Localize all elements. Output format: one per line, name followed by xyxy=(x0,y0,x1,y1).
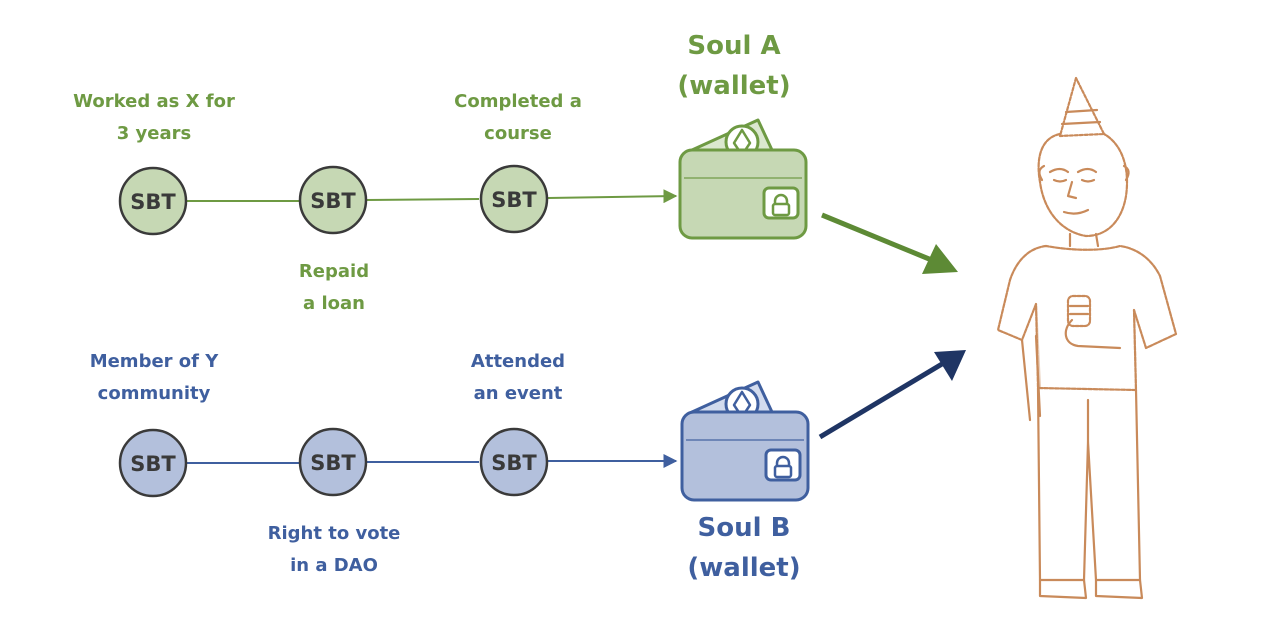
label-line: in a DAO xyxy=(290,555,378,576)
arrow-soul-b-to-person xyxy=(818,350,966,440)
label-line: Worked as X for xyxy=(73,91,235,112)
person-figure xyxy=(996,76,1178,600)
arrow-soul-a-to-person xyxy=(821,212,958,274)
row-a-label-repaid: Repaid a loan xyxy=(214,256,454,320)
sbt-token-a2: SBT xyxy=(298,165,368,235)
label-line: a loan xyxy=(303,293,365,314)
label-line: Attended xyxy=(470,351,566,372)
soul-a-title: Soul A (wallet) xyxy=(624,26,844,106)
sbt-label: SBT xyxy=(130,452,176,476)
row-a-label-worked: Worked as X for 3 years xyxy=(34,86,274,150)
sbt-label: SBT xyxy=(310,451,356,475)
sbt-label: SBT xyxy=(130,190,176,214)
chain-link xyxy=(365,198,480,201)
label-line: Repaid xyxy=(298,261,370,282)
label-line: 3 years xyxy=(116,123,192,144)
title-line: (wallet) xyxy=(677,71,791,101)
label-line: Member of Y xyxy=(89,351,219,372)
sbt-token-b3: SBT xyxy=(479,427,549,497)
label-line: an event xyxy=(473,383,563,404)
sbt-label: SBT xyxy=(491,451,537,475)
row-a-label-course: Completed a course xyxy=(398,86,638,150)
label-line: community xyxy=(97,383,211,404)
lock-icon xyxy=(762,186,800,220)
sbt-label: SBT xyxy=(310,189,356,213)
wallet-icon xyxy=(680,380,810,502)
sbt-token-b2: SBT xyxy=(298,427,368,497)
sbt-token-b1: SBT xyxy=(118,428,188,498)
row-b-label-event: Attended an event xyxy=(398,346,638,410)
sbt-label: SBT xyxy=(491,188,537,212)
wallet-icon xyxy=(678,118,808,240)
sbt-token-a1: SBT xyxy=(118,166,188,236)
lock-icon xyxy=(764,448,802,482)
label-line: Completed a xyxy=(454,91,582,112)
row-b-chain: SBT SBT SBT xyxy=(118,427,678,498)
chain-arrow xyxy=(547,189,678,204)
soul-b-title: Soul B (wallet) xyxy=(634,508,854,588)
sbt-token-a3: SBT xyxy=(479,164,549,234)
title-line: Soul A xyxy=(687,31,781,61)
label-line: Right to vote xyxy=(267,523,401,544)
row-b-label-vote: Right to vote in a DAO xyxy=(214,518,454,582)
title-line: Soul B xyxy=(697,513,791,543)
row-b-label-member: Member of Y community xyxy=(34,346,274,410)
label-line: course xyxy=(484,123,552,144)
row-a-chain: SBT SBT SBT xyxy=(118,164,678,236)
title-line: (wallet) xyxy=(687,553,801,583)
